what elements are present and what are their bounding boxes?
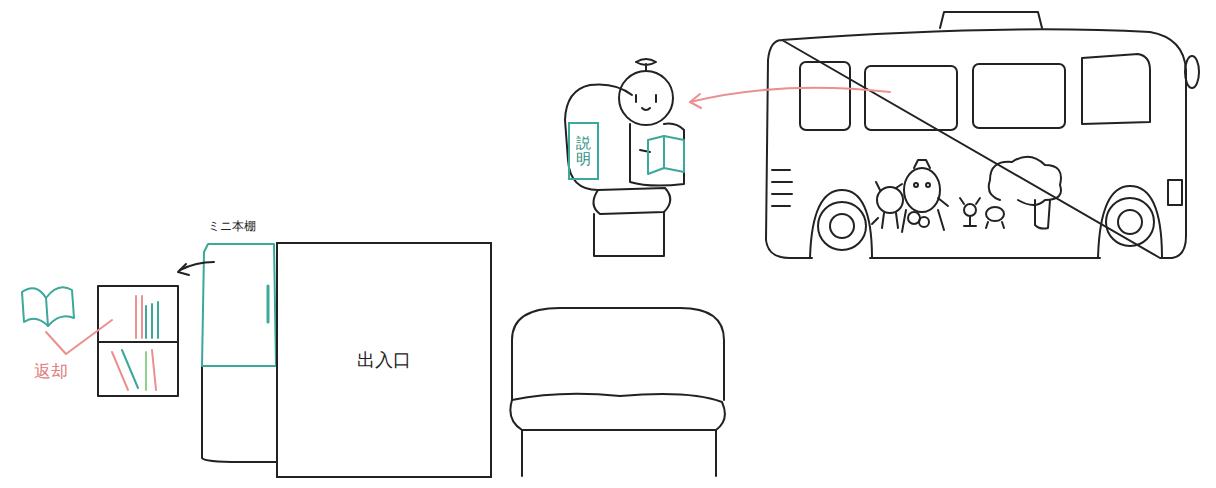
return-label: 返却 [32, 360, 70, 383]
pointer-arrow [690, 88, 890, 108]
sofa [510, 308, 725, 476]
vertical-label: 説明 [576, 135, 591, 168]
entrance-box: 出入口 [276, 242, 492, 478]
chair-with-reader [565, 59, 684, 256]
bookshelf [98, 286, 178, 396]
return-line [46, 320, 112, 354]
box-label: 出入口 [357, 348, 411, 372]
mini-bookshelf-cabinet [178, 244, 276, 462]
bus [766, 12, 1199, 258]
explanation-panel: 説明 [568, 122, 599, 180]
shelf-label: ミニ本棚 [206, 218, 258, 235]
returned-book [22, 287, 74, 326]
